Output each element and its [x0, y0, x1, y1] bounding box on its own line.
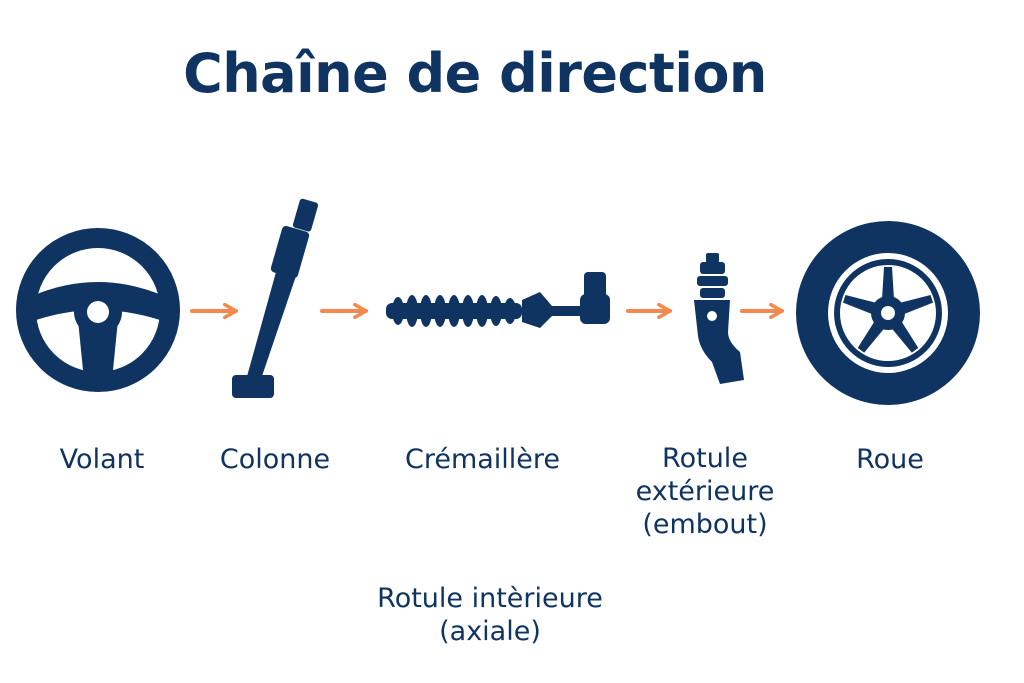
label-line: extérieure [635, 476, 775, 507]
steering-wheel-icon [16, 228, 180, 392]
label-line: (axiale) [439, 616, 541, 647]
tie-rod-end-icon [694, 253, 744, 384]
wheel-icon [796, 221, 980, 405]
label-line: (embout) [642, 509, 768, 540]
label-rotule-exterieure: Rotule extérieure (embout) [600, 442, 810, 541]
label-roue: Roue [856, 444, 924, 475]
label-line: Rotule intèrieure [377, 583, 603, 614]
steering-column-icon [232, 198, 319, 398]
label-colonne: Colonne [219, 444, 331, 475]
label-cremaillere: Crémaillère [404, 444, 561, 475]
label-rotule-interieure: Rotule intèrieure (axiale) [340, 582, 640, 648]
diagram-title: Chaîne de direction [183, 42, 767, 105]
label-volant: Volant [59, 444, 145, 475]
label-line: Rotule [662, 443, 748, 474]
steering-rack-icon [386, 272, 610, 328]
